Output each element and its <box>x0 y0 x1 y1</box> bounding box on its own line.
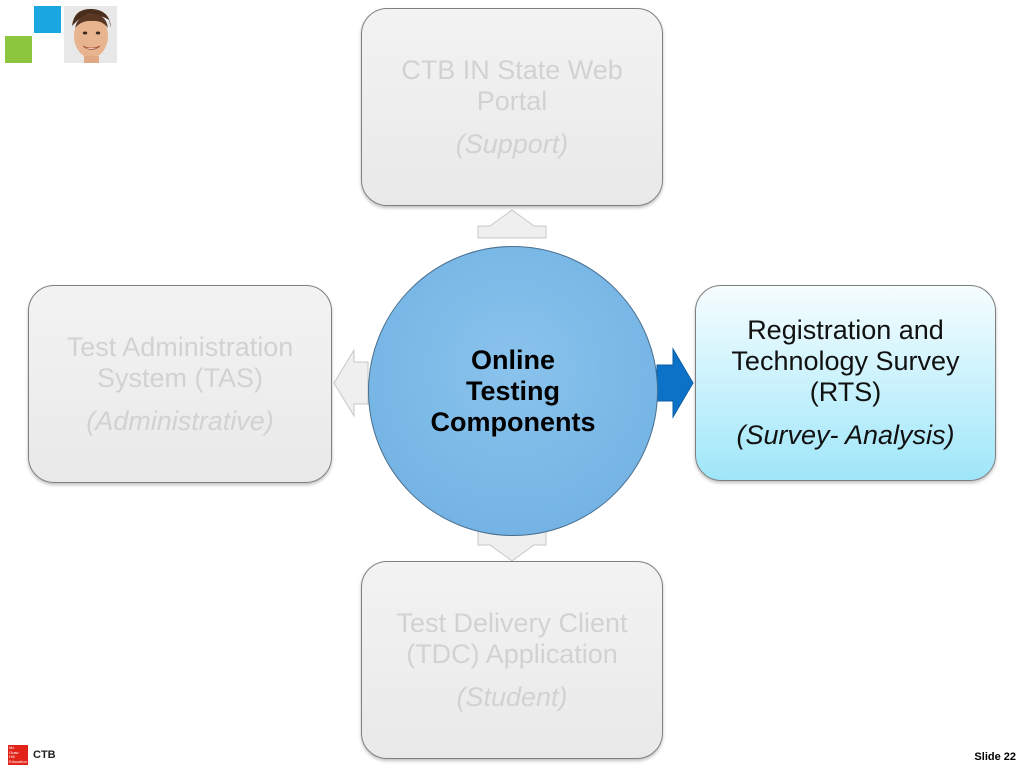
mcgraw-hill-logo: Mc Graw Hill Education <box>8 745 28 765</box>
node-tdc: Test Delivery Client (TDC) Application (… <box>361 561 663 759</box>
center-title-2: Testing <box>466 375 560 406</box>
arrow-right <box>656 347 694 419</box>
node-tas-title-1: Test Administration <box>66 331 294 362</box>
node-rts-title-3: (RTS) <box>809 377 882 407</box>
node-rts-title-2: Technology Survey <box>731 346 960 376</box>
center-title-3: Components <box>430 406 596 437</box>
arrow-up <box>477 209 547 239</box>
mh-logo-line-3: Hill <box>9 754 15 759</box>
logo-blue-square <box>34 6 61 33</box>
node-rts-title-1: Registration and <box>747 315 944 345</box>
node-tas-subtitle: (Administrative) <box>86 405 274 436</box>
node-rts: Registration and Technology Survey (RTS)… <box>695 285 996 481</box>
node-tas-title-2: System (TAS) <box>96 362 263 393</box>
mh-logo-line-1: Mc <box>9 745 15 750</box>
node-tas: Test Administration System (TAS) (Admini… <box>28 285 332 483</box>
arrow-left <box>333 348 369 418</box>
logo-green-square <box>5 36 32 63</box>
arrow-down <box>477 530 547 562</box>
node-ctb-portal-title-2: Portal <box>476 85 548 116</box>
mh-logo-line-4: Education <box>9 758 27 764</box>
node-ctb-portal-title-1: CTB IN State Web <box>401 54 623 85</box>
slide-number: Slide 22 <box>974 751 1016 763</box>
node-tdc-subtitle: (Student) <box>456 681 568 712</box>
node-ctb-portal: CTB IN State Web Portal (Support) <box>361 8 663 206</box>
person-photo-icon <box>64 6 117 63</box>
node-tdc-title-1: Test Delivery Client <box>396 607 628 638</box>
node-rts-subtitle: (Survey- Analysis) <box>736 420 955 450</box>
company-name: CTB <box>33 749 56 761</box>
center-hub: Online Testing Components <box>368 246 658 536</box>
node-tdc-title-2: (TDC) Application <box>406 638 618 669</box>
center-title-1: Online <box>470 344 555 375</box>
node-ctb-portal-subtitle: (Support) <box>455 128 569 159</box>
mh-logo-line-2: Graw <box>9 749 19 755</box>
person-photo <box>64 6 117 63</box>
